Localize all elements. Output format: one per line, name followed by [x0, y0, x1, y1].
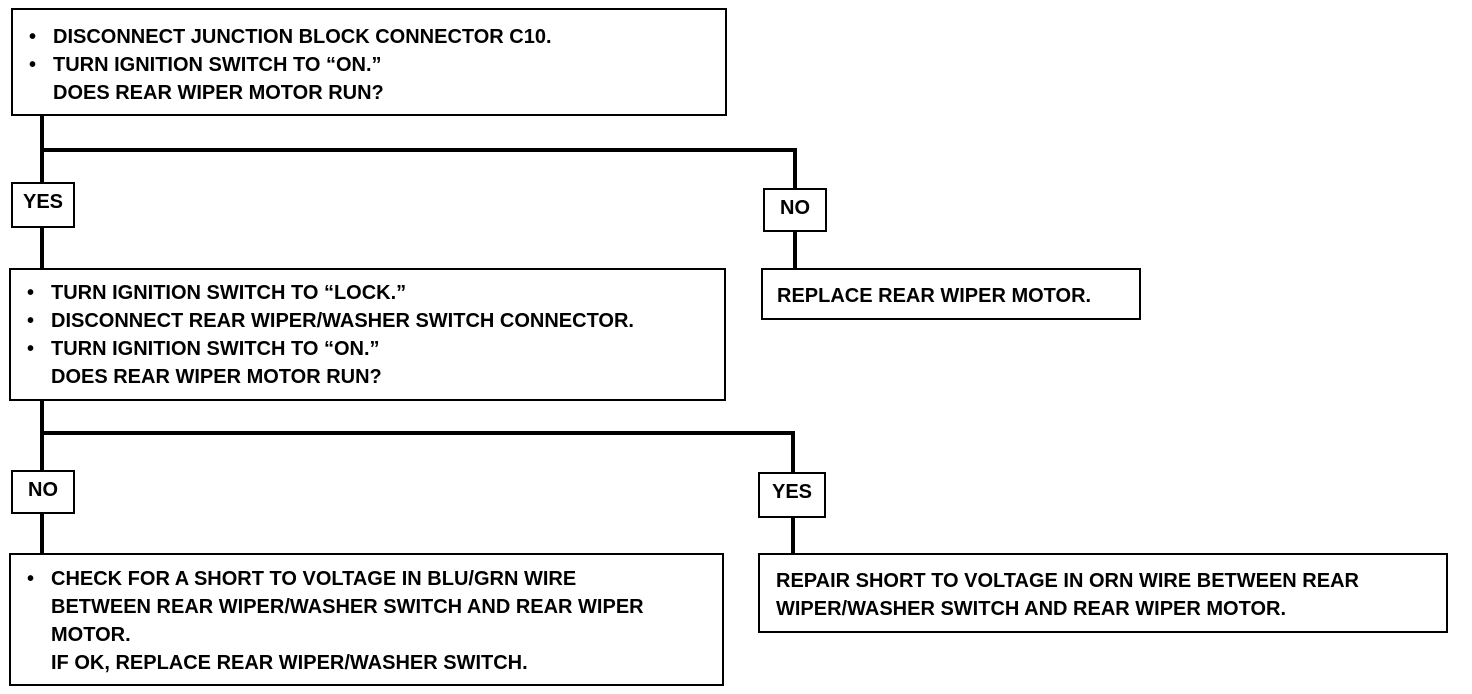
- check-short-line: BETWEEN REAR WIPER/WASHER SWITCH AND REA…: [51, 596, 644, 618]
- check-short-box: CHECK FOR A SHORT TO VOLTAGE IN BLU/GRN …: [9, 553, 724, 686]
- step2-question: DOES REAR WIPER MOTOR RUN?: [51, 366, 382, 388]
- step1-box: DISCONNECT JUNCTION BLOCK CONNECTOR C10.…: [11, 8, 727, 116]
- step2-item: TURN IGNITION SWITCH TO “ON.”: [25, 335, 724, 363]
- repair-short-line: REPAIR SHORT TO VOLTAGE IN ORN WIRE BETW…: [776, 570, 1359, 592]
- step1-no-label: NO: [763, 188, 827, 232]
- repair-short-box: REPAIR SHORT TO VOLTAGE IN ORN WIRE BETW…: [758, 553, 1448, 633]
- replace-motor-box: REPLACE REAR WIPER MOTOR.: [761, 268, 1141, 320]
- replace-motor-text: REPLACE REAR WIPER MOTOR.: [777, 285, 1092, 307]
- step1-item: TURN IGNITION SWITCH TO “ON.”: [27, 51, 725, 79]
- step2-item: DISCONNECT REAR WIPER/WASHER SWITCH CONN…: [25, 307, 724, 335]
- step1-yes-label: YES: [11, 182, 75, 228]
- step2-box: TURN IGNITION SWITCH TO “LOCK.” DISCONNE…: [9, 268, 726, 401]
- check-short-line: MOTOR.: [51, 624, 131, 646]
- step2-list: TURN IGNITION SWITCH TO “LOCK.” DISCONNE…: [25, 279, 724, 363]
- step1-question: DOES REAR WIPER MOTOR RUN?: [53, 82, 384, 104]
- check-short-line: CHECK FOR A SHORT TO VOLTAGE IN BLU/GRN …: [51, 568, 577, 590]
- step2-no-label: NO: [11, 470, 75, 514]
- step1-item: DISCONNECT JUNCTION BLOCK CONNECTOR C10.: [27, 23, 725, 51]
- step2-yes-label: YES: [758, 472, 826, 518]
- check-short-item: CHECK FOR A SHORT TO VOLTAGE IN BLU/GRN …: [25, 565, 722, 649]
- check-short-followup: IF OK, REPLACE REAR WIPER/WASHER SWITCH.: [51, 652, 528, 674]
- check-short-list: CHECK FOR A SHORT TO VOLTAGE IN BLU/GRN …: [25, 565, 722, 649]
- step2-item: TURN IGNITION SWITCH TO “LOCK.”: [25, 279, 724, 307]
- step1-list: DISCONNECT JUNCTION BLOCK CONNECTOR C10.…: [27, 23, 725, 79]
- repair-short-line: WIPER/WASHER SWITCH AND REAR WIPER MOTOR…: [776, 598, 1286, 620]
